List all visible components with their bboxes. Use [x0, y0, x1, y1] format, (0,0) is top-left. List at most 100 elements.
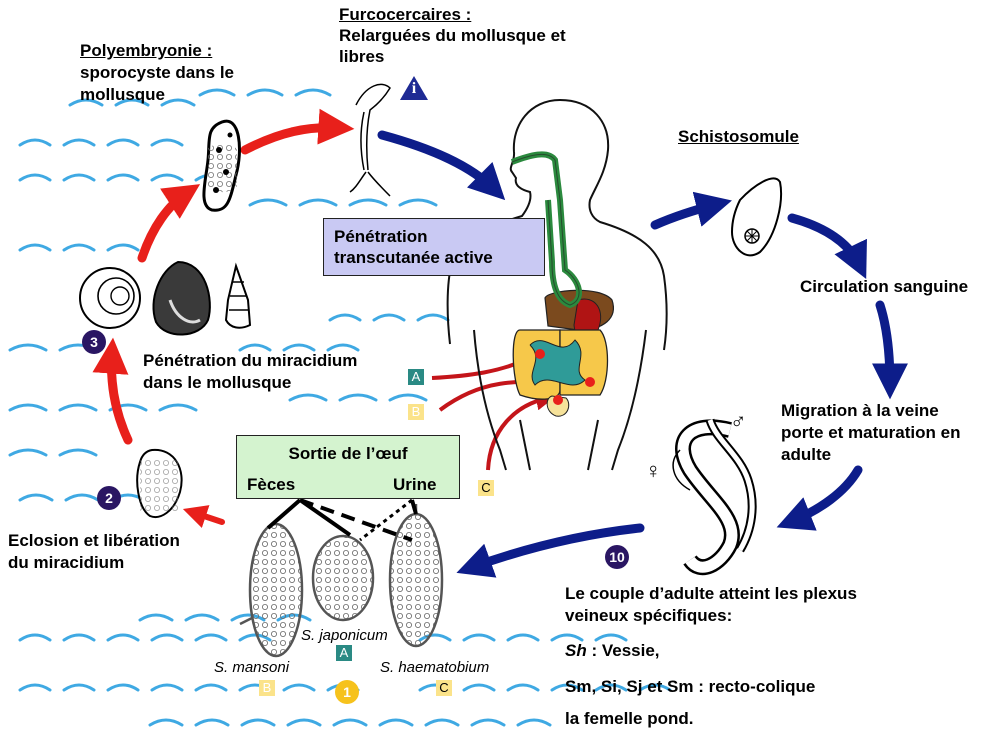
polyembryonie-title: Polyembryonie :	[80, 41, 213, 60]
recto-colique-line: Sm, Si, Sj et Sm : recto-colique	[565, 677, 816, 696]
penetration-active-line-1: Pénétration	[334, 227, 428, 246]
wave-mark	[398, 198, 438, 207]
wave-mark	[106, 633, 140, 642]
polyembryonie-desc-1: sporocyste dans le	[80, 63, 235, 82]
wave-mark	[372, 313, 406, 322]
wave-mark	[18, 683, 52, 692]
wave-mark	[18, 633, 52, 642]
wave-mark	[150, 633, 184, 642]
step-3-badge: 3	[82, 330, 106, 354]
schistosomule-label: Schistosomule	[678, 127, 799, 146]
wave-mark	[106, 138, 140, 147]
wave-mark	[158, 403, 198, 412]
wave-mark	[424, 718, 460, 727]
wave-mark	[638, 683, 672, 692]
circulation-sanguine-label: Circulation sanguine	[800, 277, 969, 296]
penetration-miracidium-line-2: dans le mollusque	[143, 373, 292, 392]
wave-mark	[594, 683, 628, 692]
urine-label: Urine	[393, 475, 437, 494]
info-letter: i	[411, 80, 417, 97]
wave-mark	[416, 313, 450, 322]
wave-mark	[326, 343, 360, 352]
wave-mark	[18, 493, 54, 502]
femelle-pond-line: la femelle pond.	[565, 709, 694, 728]
polyembryonie-desc-2: mollusque	[80, 85, 166, 104]
wave-mark	[332, 718, 368, 727]
wave-mark	[106, 173, 140, 182]
migration-line-2: porte et maturation en	[781, 423, 961, 442]
wave-mark	[248, 198, 288, 207]
wave-mark	[68, 98, 104, 107]
route-badge-a: A	[408, 369, 424, 385]
couple-line-1: Le couple d’adulte atteint les plexus	[565, 584, 857, 603]
wave-mark	[550, 683, 584, 692]
wave-mark	[470, 718, 506, 727]
wave-mark	[150, 683, 184, 692]
digestive-organs	[510, 151, 614, 417]
wave-mark	[294, 88, 332, 97]
penetration-miracidium-line-1: Pénétration du miracidium	[143, 351, 358, 370]
info-icon: i	[398, 74, 430, 107]
wave-mark	[58, 448, 98, 457]
eclosion-line-2: du miracidium	[8, 553, 125, 572]
migration-line-3: adulte	[781, 445, 832, 464]
wave-mark	[62, 173, 96, 182]
sortie-oeuf-title: Sortie de l’œuf	[288, 444, 408, 463]
wave-mark	[148, 718, 184, 727]
wave-mark	[62, 683, 96, 692]
furcocercaires-desc-2: libres	[339, 47, 385, 66]
wave-mark	[462, 683, 496, 692]
s-haematobium-label: S. haematobium	[380, 659, 490, 676]
wave-mark	[286, 718, 322, 727]
wave-mark	[198, 88, 236, 97]
red-cycle-arrows	[92, 108, 355, 528]
wave-mark	[506, 683, 540, 692]
wave-mark	[62, 243, 96, 252]
penetration-transcutanee-box: Pénétration transcutanée active	[323, 218, 545, 276]
step-2-badge: 2	[97, 486, 121, 510]
schistosome-eggs-illustration	[239, 504, 444, 658]
step-10-badge: 10	[605, 545, 629, 569]
wave-mark	[8, 403, 48, 412]
eclosion-line-1: Eclosion et libération	[8, 531, 180, 550]
wave-mark	[138, 613, 174, 622]
wave-mark	[240, 718, 276, 727]
adult-worm-couple-illustration	[672, 418, 757, 576]
wave-mark	[506, 633, 540, 642]
info-triangle-icon	[400, 76, 428, 100]
wave-mark	[62, 138, 96, 147]
route-badge-c: C	[478, 480, 494, 496]
s-mansoni-label: S. mansoni	[214, 659, 290, 676]
migration-line-1: Migration à la veine	[781, 401, 939, 420]
sh-rest: : Vessie,	[586, 641, 660, 660]
haematobium-badge-c: C	[436, 680, 452, 696]
wave-mark	[18, 138, 52, 147]
wave-mark	[106, 683, 140, 692]
wave-mark	[238, 343, 272, 352]
schistosomule-illustration	[730, 177, 782, 257]
wave-mark	[184, 613, 220, 622]
egg-connector-lines	[266, 498, 418, 542]
wave-mark	[8, 343, 48, 352]
wave-mark	[594, 633, 628, 642]
wave-mark	[388, 393, 428, 402]
wave-mark	[282, 683, 316, 692]
wave-mark	[288, 393, 328, 402]
wave-mark	[64, 493, 100, 502]
wave-mark	[8, 448, 48, 457]
blue-cycle-arrows	[377, 130, 908, 578]
s-japonicum-label: S. japonicum	[301, 627, 388, 644]
snail-shells-illustration	[79, 260, 252, 336]
wave-mark	[328, 313, 362, 322]
wave-mark	[194, 718, 230, 727]
wave-mark	[18, 243, 52, 252]
furcocercaires-desc-1: Relarguées du mollusque et	[339, 26, 566, 45]
furcocercaires-title: Furcocercaires :	[339, 5, 472, 24]
wave-mark	[150, 138, 184, 147]
wave-mark	[114, 98, 150, 107]
wave-mark	[550, 633, 584, 642]
wave-mark	[462, 633, 496, 642]
wave-mark	[194, 683, 228, 692]
